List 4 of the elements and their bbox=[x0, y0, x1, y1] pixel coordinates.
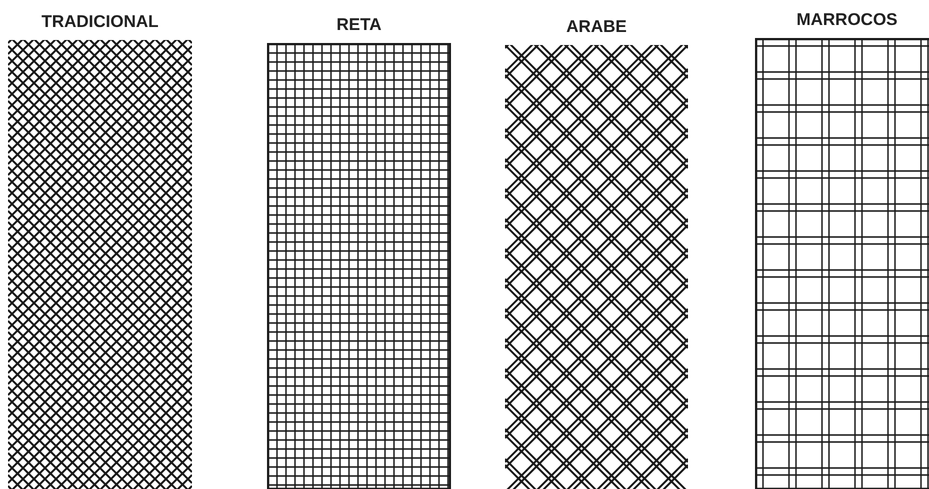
pattern-title: ARABE bbox=[565, 17, 628, 37]
pattern-title: TRADICIONAL bbox=[40, 12, 160, 32]
pattern-title: RETA bbox=[335, 15, 382, 35]
pattern-title: MARROCOS bbox=[795, 10, 899, 30]
